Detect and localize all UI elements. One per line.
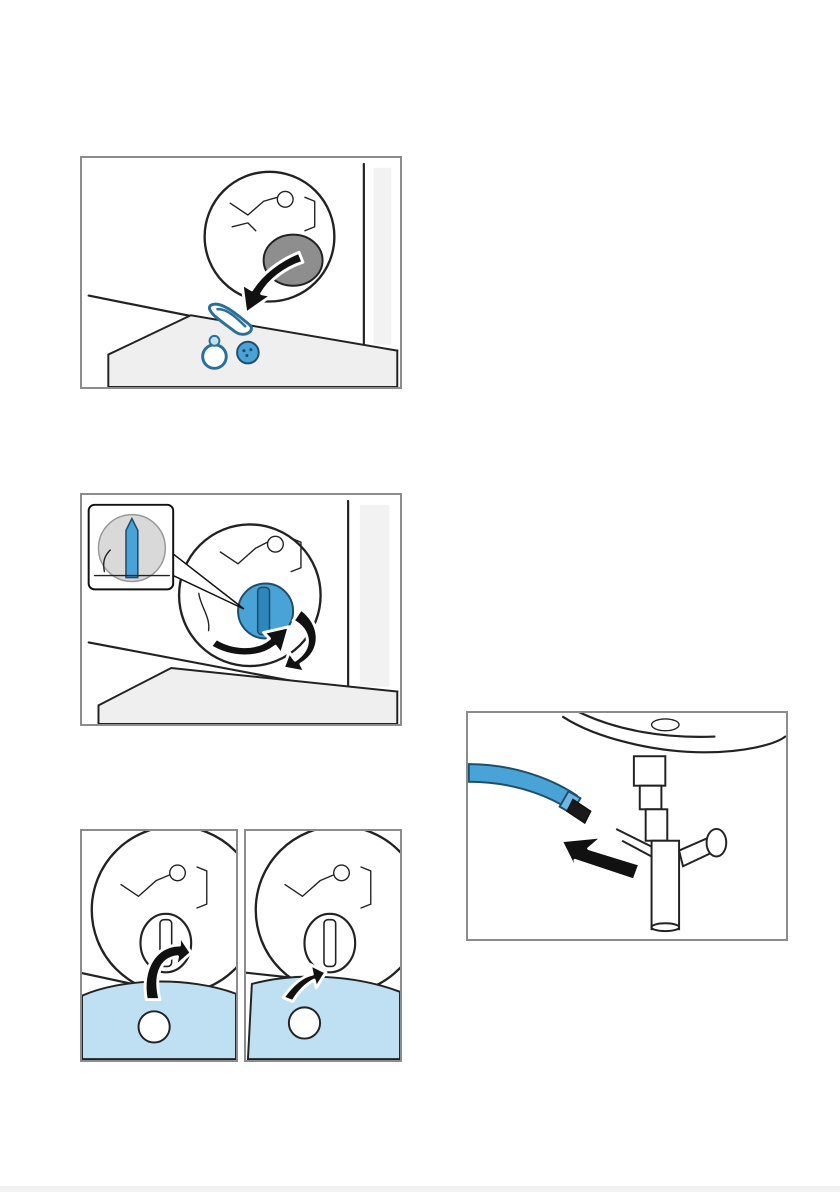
figure-filter-removal bbox=[80, 156, 402, 389]
figure-filter-rotate bbox=[80, 493, 402, 726]
figure-drain-hose bbox=[466, 711, 788, 941]
figure-cover-close bbox=[244, 829, 402, 1062]
drain-pump-filter-parts-illustration bbox=[82, 158, 400, 387]
figure-cover-open bbox=[80, 829, 238, 1062]
service-flap-open-illustration bbox=[82, 831, 236, 1060]
page-bottom-strip bbox=[0, 1186, 840, 1192]
drain-hose-connect-illustration bbox=[468, 713, 786, 939]
service-flap-close-illustration bbox=[246, 831, 400, 1060]
rotate-filter-cap-illustration bbox=[82, 495, 400, 724]
